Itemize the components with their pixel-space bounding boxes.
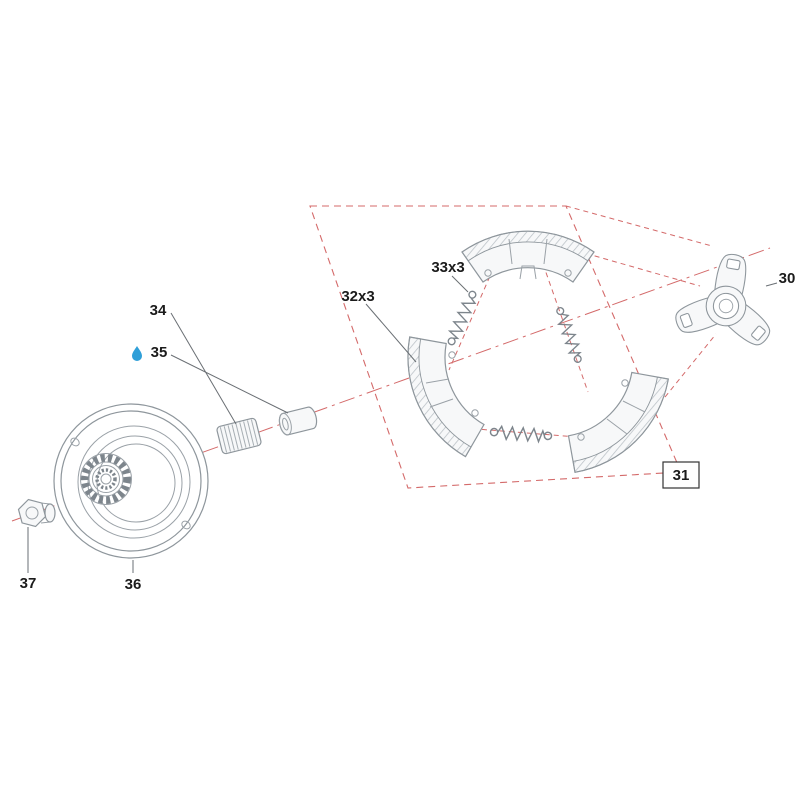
spring-right — [556, 306, 582, 364]
label-shoes-32x3: 32x3 — [341, 288, 374, 305]
label-hub-30: 30 — [779, 270, 796, 287]
sleeve — [278, 406, 318, 436]
nut — [17, 498, 56, 528]
clutch-hub — [675, 253, 771, 346]
axis-centerline — [11, 247, 771, 522]
needle-bearing — [216, 417, 262, 455]
spring-left — [447, 290, 477, 346]
label-31-box — [662, 461, 700, 489]
label-sleeve-35: 35 — [151, 344, 168, 361]
clutch-shoe-top — [461, 230, 595, 283]
lubricant-drop-icon — [132, 346, 142, 361]
clutch-drum — [53, 403, 209, 559]
bearing-needles — [219, 419, 259, 453]
label-drum-36: 36 — [125, 576, 142, 593]
label-nut-37: 37 — [20, 575, 37, 592]
label-assembly-31: 31 — [673, 467, 690, 484]
drum-sprocket — [80, 453, 132, 505]
spring-bottom — [489, 424, 553, 444]
clutch-shoe-left — [407, 336, 485, 458]
leader-lines — [27, 275, 778, 573]
clutch-shoe-right — [567, 371, 669, 473]
label-bearing-34: 34 — [150, 302, 167, 319]
label-springs-33x3: 33x3 — [431, 259, 464, 276]
